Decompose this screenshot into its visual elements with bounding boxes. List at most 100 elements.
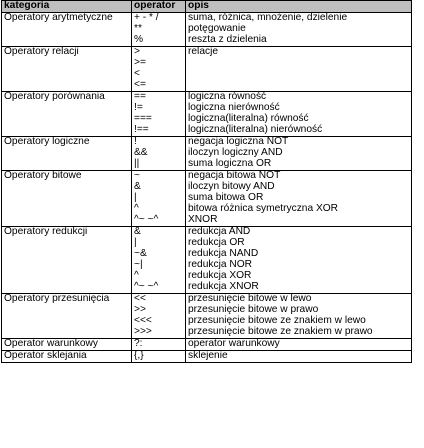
operator-symbol: <= — [134, 79, 146, 90]
operator-symbol: % — [134, 34, 144, 45]
operator-symbol: < — [134, 68, 140, 79]
operator-description: iloczyn bitowy AND — [188, 181, 275, 192]
operator-symbol: >> — [134, 304, 146, 315]
operators-table-container: kategoria operator opis Operatory arytme… — [1, 0, 412, 363]
table-row: Operatory przesunięcia<<>><<<>>>przesuni… — [1, 293, 412, 339]
operator-cell: ==!====!== — [131, 91, 186, 137]
operator-description: redukcja AND — [188, 226, 251, 237]
operator-description: bitowa różnica symetryczna XOR — [188, 203, 339, 214]
operator-symbol: ~& — [134, 248, 147, 259]
header-category: kategoria — [1, 0, 132, 13]
operator-symbol: ^~ ~^ — [134, 281, 159, 292]
operator-symbol: ** — [134, 23, 142, 34]
category-cell: Operatory arytmetyczne — [1, 12, 132, 47]
operator-symbol: & — [134, 181, 141, 192]
category-cell: Operatory przesunięcia — [1, 293, 132, 339]
operator-cell: <<>><<<>>> — [131, 293, 186, 339]
operator-description: przesunięcie bitowe w prawo — [188, 304, 319, 315]
operator-symbol: ! — [134, 136, 137, 147]
category-cell: Operatory bitowe — [1, 170, 132, 227]
operator-description: redukcja XNOR — [188, 281, 259, 292]
operator-symbol: > — [134, 46, 140, 57]
operator-symbol: ?: — [134, 338, 143, 349]
operator-description: XNOR — [188, 214, 218, 225]
table-row: Operatory relacji>>=<<=relacje — [1, 46, 412, 92]
category-cell: Operator warunkowy — [1, 338, 132, 351]
operator-symbol: & — [134, 226, 141, 237]
operator-description: przesunięcie bitowe ze znakiem w lewo — [188, 315, 366, 326]
operator-description: suma bitowa OR — [188, 192, 264, 203]
operator-symbol: << — [134, 293, 146, 304]
operator-symbol: {,} — [134, 350, 144, 361]
operator-description: operator warunkowy — [188, 338, 280, 349]
table-row: Operatory porównania==!====!==logiczna r… — [1, 91, 412, 137]
description-cell: operator warunkowy — [185, 338, 412, 351]
table-row: Operator warunkowy?: operator warunkowy — [1, 338, 412, 351]
operator-symbol: && — [134, 147, 148, 158]
operator-symbol: || — [134, 158, 140, 169]
operator-symbol: ~ — [134, 170, 140, 181]
table-row: Operatory arytmetyczne+ - * /**%suma, ró… — [1, 12, 412, 47]
operator-description: sklejenie — [188, 350, 228, 361]
operator-cell: + - * /**% — [131, 12, 186, 47]
category-cell: Operatory redukcji — [1, 226, 132, 294]
operator-symbol: + - * / — [134, 12, 159, 23]
operator-description: logiczna równość — [188, 91, 267, 102]
operator-cell: {,} — [131, 350, 186, 363]
operator-cell: !&&|| — [131, 136, 186, 171]
operator-description: logiczna nierówność — [188, 102, 280, 113]
operator-symbol: ^ — [134, 203, 139, 214]
operator-description: suma, różnica, mnożenie, dzielenie — [188, 12, 348, 23]
category-cell: Operator sklejania — [1, 350, 132, 363]
table-row: Operator sklejania{,} sklejenie — [1, 350, 412, 363]
operator-symbol: ~| — [134, 259, 143, 270]
operator-symbol: == — [134, 91, 146, 102]
operator-description: redukcja XOR — [188, 270, 252, 281]
description-cell: sklejenie — [185, 350, 412, 363]
operator-description: potęgowanie — [188, 23, 246, 34]
operator-description: suma logiczna OR — [188, 158, 272, 169]
category-cell: Operatory relacji — [1, 46, 132, 92]
description-cell: relacje — [185, 46, 412, 92]
operator-description: redukcja NAND — [188, 248, 259, 259]
category-cell: Operatory porównania — [1, 91, 132, 137]
operator-symbol: | — [134, 192, 137, 203]
operator-description: iloczyn logiczny AND — [188, 147, 283, 158]
operator-cell: &|~&~|^^~ ~^ — [131, 226, 186, 294]
operator-description: logiczna(literalna) równość — [188, 113, 309, 124]
operator-symbol: >= — [134, 57, 146, 68]
operator-symbol: ^~ ~^ — [134, 214, 159, 225]
operator-description: relacje — [188, 46, 219, 57]
operator-symbol: != — [134, 102, 143, 113]
operator-description: redukcja OR — [188, 237, 245, 248]
operator-description: negacja bitowa NOT — [188, 170, 281, 181]
operator-symbol: === — [134, 113, 152, 124]
operator-cell: >>=<<= — [131, 46, 186, 92]
operator-symbol: ^ — [134, 270, 139, 281]
operator-symbol: !== — [134, 124, 149, 135]
header-description: opis — [185, 0, 412, 13]
operators-table: kategoria operator opis Operatory arytme… — [1, 0, 412, 363]
table-row: Operatory bitowe~&|^^~ ~^negacja bitowa … — [1, 170, 412, 227]
operator-description: negacja logiczna NOT — [188, 136, 289, 147]
operator-description: przesunięcie bitowe w lewo — [188, 293, 312, 304]
table-body: Operatory arytmetyczne+ - * /**%suma, ró… — [1, 12, 412, 363]
header-row: kategoria operator opis — [1, 0, 412, 13]
operator-cell: ?: — [131, 338, 186, 351]
category-cell: Operatory logiczne — [1, 136, 132, 171]
operator-description: logiczna(literalna) nierówność — [188, 124, 323, 135]
operator-description: przesunięcie bitowe ze znakiem w prawo — [188, 326, 373, 337]
operator-description: reszta z dzielenia — [188, 34, 267, 45]
table-row: Operatory logiczne!&&||negacja logiczna … — [1, 136, 412, 171]
table-row: Operatory redukcji&|~&~|^^~ ~^redukcja A… — [1, 226, 412, 294]
operator-cell: ~&|^^~ ~^ — [131, 170, 186, 227]
operator-symbol: <<< — [134, 315, 152, 326]
operator-symbol: | — [134, 237, 137, 248]
operator-description: redukcja NOR — [188, 259, 252, 270]
